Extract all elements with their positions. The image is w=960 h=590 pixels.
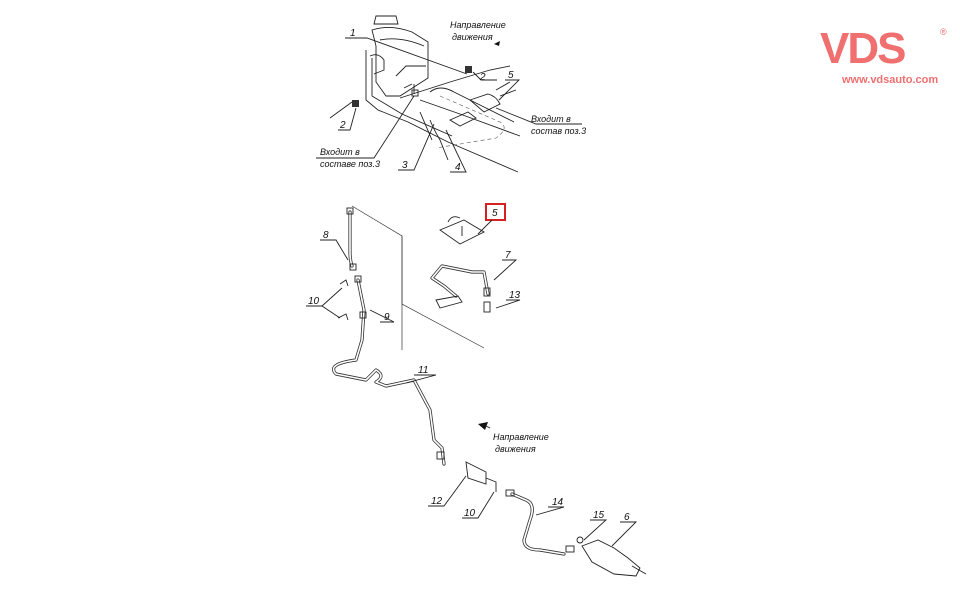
callout-10-top: 10 (308, 296, 320, 307)
callout-12: 12 (431, 496, 443, 507)
direction-arrow-icon (494, 41, 500, 46)
nut-2-left (352, 100, 359, 107)
callout-11: 11 (418, 365, 428, 376)
callout-14: 14 (552, 497, 564, 508)
top-assembly-drawing (316, 15, 582, 173)
highlight-box (485, 203, 506, 221)
reservoir-cap (373, 15, 399, 25)
callout-5-top: 5 (508, 70, 514, 81)
part-13-drawing (483, 301, 491, 313)
direction-label-top-2: движения (452, 32, 493, 42)
callout-1: 1 (350, 28, 356, 39)
part-6-drawing (581, 539, 641, 577)
logo-url: www.vdsauto.com (842, 74, 939, 86)
callout-10-bottom: 10 (464, 508, 476, 519)
callout-7: 7 (505, 250, 511, 261)
direction-arrow-icon-bottom (478, 422, 488, 430)
bottom-assembly-drawing (306, 203, 647, 577)
callout-13: 13 (509, 290, 521, 301)
callout-9: 9 (384, 312, 390, 323)
logo-registered: ® (940, 27, 947, 37)
callout-6: 6 (624, 512, 630, 523)
direction-label-bottom-2: движения (495, 444, 536, 454)
clip (411, 89, 419, 97)
logo-wordmark: VDS (820, 24, 906, 73)
note-right-2: состав поз.3 (531, 126, 586, 136)
callout-2-right: 2 (479, 72, 486, 83)
note-left-2: составе поз.3 (320, 159, 380, 169)
direction-label-bottom-1: Направление (493, 432, 549, 442)
direction-label-top-1: Направление (450, 20, 506, 30)
note-left-1: Входит в (320, 147, 360, 157)
callout-15: 15 (593, 510, 605, 521)
note-right-1: Входит в (531, 114, 571, 124)
callout-3: 3 (402, 160, 408, 171)
nut-2-right (465, 66, 472, 73)
callout-5-highlighted[interactable]: 5 (492, 208, 498, 219)
part-5-drawing (439, 219, 485, 245)
callout-4: 4 (455, 162, 461, 173)
callout-8: 8 (323, 230, 329, 241)
vds-logo: VDS ® www.vdsauto.com (820, 24, 950, 87)
callout-2-left: 2 (339, 120, 346, 131)
